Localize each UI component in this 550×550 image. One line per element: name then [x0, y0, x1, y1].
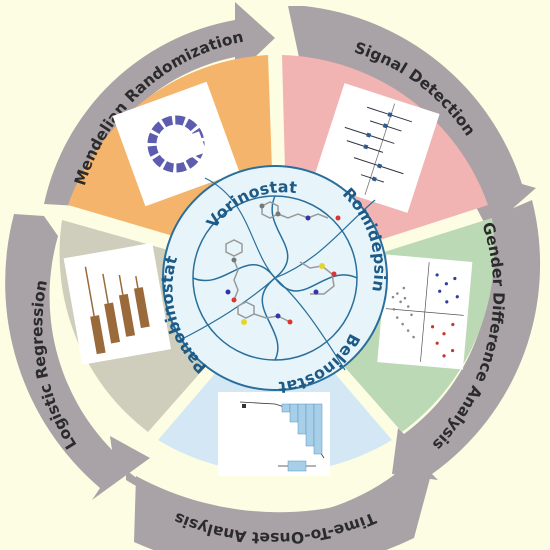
arrow-mendelian: [44, 2, 275, 206]
arrow-tto-body: [134, 456, 436, 550]
arrow-logistic: [5, 214, 150, 500]
circular-plot-icon: [112, 81, 240, 207]
forest-plot-icon: [312, 83, 440, 213]
arrow-gender: [392, 200, 541, 480]
histogram-boxplot-icon: [218, 392, 330, 476]
atom-dots: [225, 203, 341, 325]
center-disc: [162, 165, 388, 391]
bar-chart-icon: [63, 242, 172, 365]
volcano-plot-icon: [377, 254, 473, 370]
